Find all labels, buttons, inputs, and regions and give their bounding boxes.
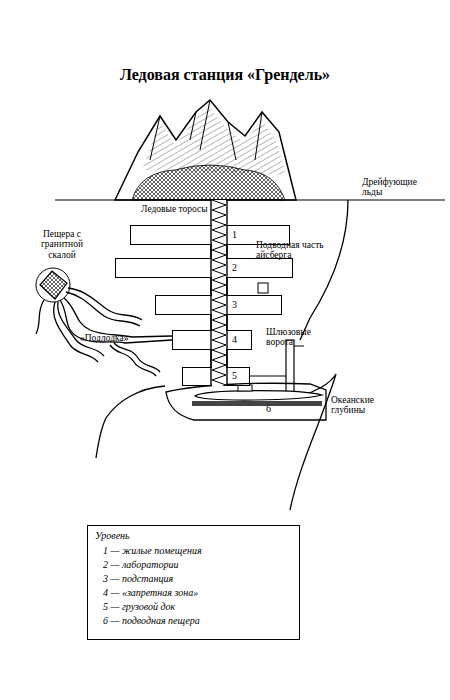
level-number: 5 <box>232 370 237 381</box>
shaft-connector <box>211 315 227 330</box>
level-number: 3 <box>232 299 237 310</box>
tunnel <box>54 302 98 362</box>
water-line <box>55 199 445 200</box>
tunnel <box>110 345 156 376</box>
rock-cave <box>36 268 70 302</box>
legend-text: 2 — лаборатории <box>103 559 179 570</box>
legend-box <box>87 525 300 640</box>
tunnel <box>66 292 140 326</box>
shaft-connector <box>211 245 227 258</box>
shaft-rail <box>226 315 227 330</box>
central-shaft <box>212 200 226 386</box>
shaft-rail <box>210 315 211 330</box>
legend-entry: 3 — подстанция <box>103 573 173 584</box>
shaft-rail <box>210 350 211 367</box>
shaft-connector <box>211 350 227 367</box>
level-number: 1 <box>232 229 237 240</box>
shaft-rail <box>210 245 211 258</box>
ice-ridges <box>132 165 285 200</box>
level-number: 6 <box>266 403 271 414</box>
area-label: «Подлодка» <box>80 333 150 343</box>
legend-text: 6 — подводная пещера <box>103 615 200 626</box>
shaft-axis <box>219 278 220 295</box>
shaft-stairs <box>212 245 226 258</box>
iceberg-outline <box>300 200 348 340</box>
legend-text: 4 — «запретная зона» <box>103 587 198 598</box>
legend-entry: 2 — лаборатории <box>103 559 179 570</box>
legend-text: 5 — грузовой док <box>103 601 175 612</box>
granite-rock <box>40 271 67 299</box>
area-label: Ледовые торосы <box>141 204 241 214</box>
diagram-title: Ледовая станция «Грендель» <box>0 66 450 84</box>
tunnel <box>114 343 160 372</box>
shaft-rail <box>226 350 227 367</box>
shaft-rail <box>210 278 211 295</box>
level-box: 1 <box>130 225 290 245</box>
area-label: Дрейфующие льды <box>362 177 428 198</box>
hatch-door <box>258 283 268 293</box>
shaft-axis <box>219 245 220 258</box>
level-box: 3 <box>155 295 282 315</box>
legend-entry: 6 — подводная пещера <box>103 615 200 626</box>
iceberg-peaks <box>115 100 296 200</box>
shaft-rails <box>211 200 227 386</box>
shaft-stairs <box>212 350 226 367</box>
legend-text: 1 — жилые помещения <box>103 545 202 556</box>
level-box: 5 <box>182 367 250 386</box>
shaft-rail <box>226 245 227 258</box>
tunnel <box>68 288 142 320</box>
gate-bar <box>294 346 304 347</box>
area-label: Шлюзовые ворота <box>266 327 322 348</box>
level-box: 2 <box>115 258 293 278</box>
dock-link <box>250 376 286 377</box>
shaft-axis <box>219 350 220 367</box>
legend-entry: 1 — жилые помещения <box>103 545 202 556</box>
level-number: 4 <box>232 334 237 345</box>
legend-text: 3 — подстанция <box>103 573 173 584</box>
dock-platform <box>192 401 322 406</box>
shaft-rail <box>226 278 227 295</box>
cave-outline <box>160 380 336 424</box>
area-label: Пещера с гранитной скалой <box>30 229 94 260</box>
level-number: 2 <box>232 262 237 273</box>
area-label: Океанские глубины <box>331 395 391 416</box>
legend-entry: 4 — «запретная зона» <box>103 587 198 598</box>
cave-outline-path <box>166 383 326 420</box>
iceberg-outline <box>96 386 165 458</box>
shaft-connector <box>211 278 227 295</box>
legend-heading: Уровень <box>95 530 215 541</box>
shaft-stairs <box>212 278 226 295</box>
shaft-stairs <box>212 315 226 330</box>
submarine <box>195 391 322 400</box>
level-box: 4 <box>172 330 252 350</box>
legend-entry: 5 — грузовой док <box>103 601 175 612</box>
shaft-axis <box>219 315 220 330</box>
tunnel <box>36 300 44 334</box>
cave-region: 6 <box>160 380 336 424</box>
lock-gate <box>286 340 294 396</box>
tunnels <box>36 288 172 376</box>
